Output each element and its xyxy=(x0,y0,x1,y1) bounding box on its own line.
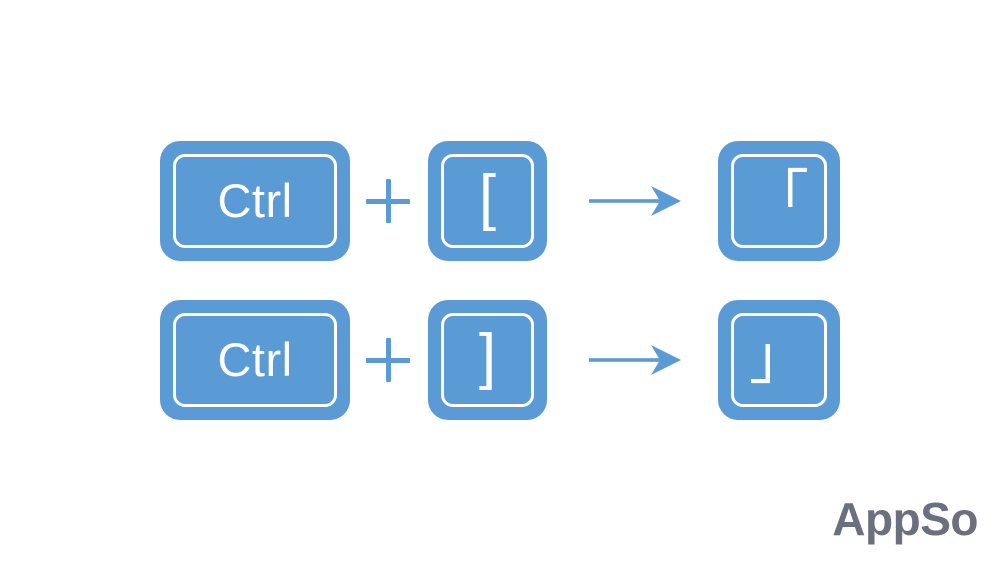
brand-logo: AppSo xyxy=(832,493,978,545)
plus-icon xyxy=(366,179,410,223)
arrow-right-icon xyxy=(589,186,681,216)
keycap-label: 」 xyxy=(749,323,809,393)
keycap-inner-border: [ xyxy=(441,154,534,248)
keycap-label: [ xyxy=(478,163,497,232)
keycap-inner-border: 「 xyxy=(731,154,827,248)
keycap-result[interactable]: 」 xyxy=(718,300,840,420)
keycap-inner-border: Ctrl xyxy=(173,154,337,248)
keycap-input[interactable]: [ xyxy=(428,141,547,261)
keycap-inner-border: Ctrl xyxy=(173,313,337,407)
keycap-modifier[interactable]: Ctrl xyxy=(160,141,350,261)
keycap-inner-border: 」 xyxy=(731,313,827,407)
keycap-input[interactable]: ] xyxy=(428,300,547,420)
arrow-operator: → xyxy=(585,300,685,420)
arrow-operator: → xyxy=(585,141,685,261)
keycap-result[interactable]: 「 xyxy=(718,141,840,261)
keycap-inner-border: ] xyxy=(441,313,534,407)
keycap-label: ] xyxy=(478,322,497,391)
keycap-label: Ctrl xyxy=(217,173,293,227)
keycap-label: Ctrl xyxy=(217,332,293,386)
shortcut-row: Ctrl + ] → 」 xyxy=(0,300,1000,420)
keycap-label: 「 xyxy=(749,164,809,234)
keycap-modifier[interactable]: Ctrl xyxy=(160,300,350,420)
plus-operator: + xyxy=(362,141,414,261)
plus-icon xyxy=(366,338,410,382)
shortcut-row: Ctrl + [ → 「 xyxy=(0,141,1000,261)
arrow-right-icon xyxy=(589,345,681,375)
plus-operator: + xyxy=(362,300,414,420)
